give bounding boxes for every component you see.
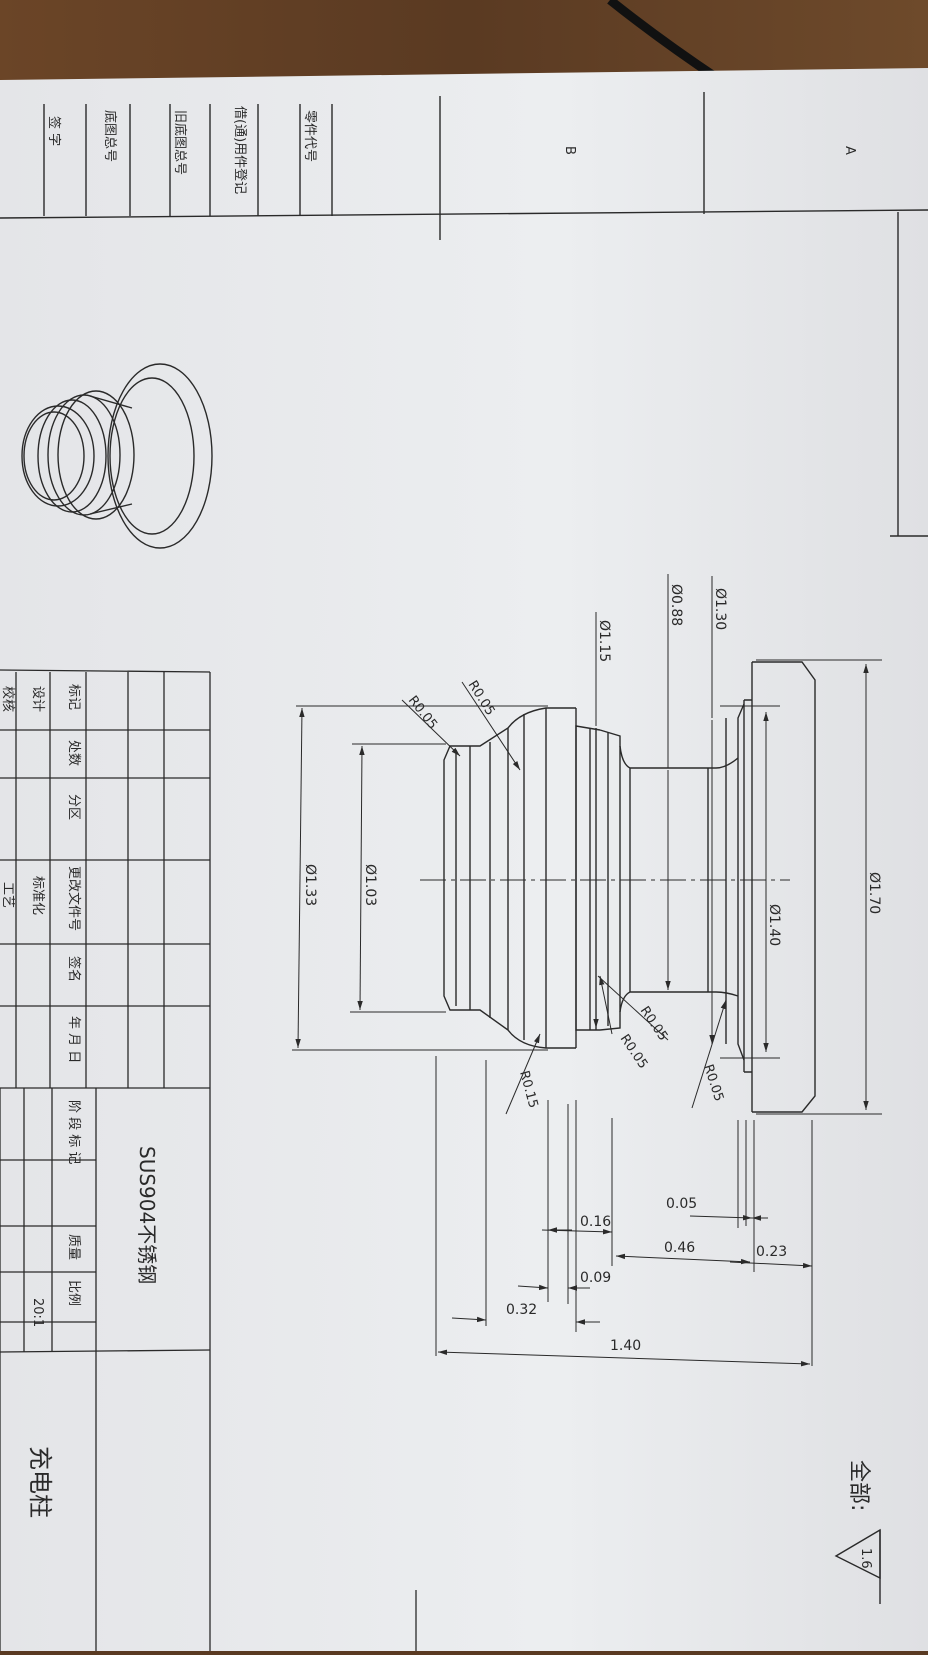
dim-len-032: 0.32 <box>506 1302 537 1318</box>
rev-row-design: 设计 <box>30 686 45 712</box>
rev-row-standard: 标准化 <box>30 876 45 915</box>
rev-header-zone: 分区 <box>66 794 81 820</box>
dim-line-len-005 <box>689 1215 753 1221</box>
strip-field-signature: 签 字 <box>46 116 62 146</box>
rev-header-mark: 标记 <box>66 684 81 710</box>
strip-field-part-code: 零件代号 <box>302 110 317 162</box>
dim-dia-088: Ø0.88 <box>668 584 684 626</box>
dim-dia-130: Ø1.30 <box>712 588 728 630</box>
weight-label: 质量 <box>66 1234 81 1260</box>
strip-field-borrowed: 借(通)用件登记 <box>232 106 247 194</box>
part-name: 充电柱 <box>26 1446 54 1518</box>
rev-header-sign: 签名 <box>66 956 82 982</box>
stage-label: 阶 段 标 记 <box>66 1100 81 1164</box>
dim-dia-103: Ø1.03 <box>362 864 378 906</box>
dimension-lines <box>292 574 882 1367</box>
zone-label-a: A <box>842 146 857 155</box>
zone-label-b: B <box>562 146 577 155</box>
dim-len-016: 0.16 <box>580 1214 611 1230</box>
rev-header-doc-no: 更改文件号 <box>66 866 81 931</box>
dim-len-023: 0.23 <box>756 1244 787 1260</box>
part-section-view <box>420 661 816 1113</box>
dim-line-len-023 <box>729 1261 813 1269</box>
dim-len-140: 1.40 <box>610 1338 641 1354</box>
rev-row-process: 工艺 <box>0 882 15 908</box>
dim-dia-140: Ø1.40 <box>766 904 782 946</box>
strip-field-drawing-no: 底图总号 <box>102 110 118 162</box>
left-strip: 零件代号 借(通)用件登记 旧底图总号 底图总号 签 字 <box>46 106 317 194</box>
dim-dia-115: Ø1.15 <box>596 620 612 662</box>
rev-row-check: 校核 <box>0 686 16 712</box>
dim-line-len-032 <box>451 1316 487 1323</box>
dim-len-009: 0.09 <box>580 1270 611 1286</box>
revision-table <box>0 669 417 1651</box>
strip-field-old-drawing: 旧底图总号 <box>172 110 188 175</box>
rev-header-count: 处数 <box>66 740 81 766</box>
dim-len-005: 0.05 <box>666 1196 697 1212</box>
surface-finish-value: 1.6 <box>858 1548 873 1569</box>
dim-line-len-140 <box>437 1349 811 1367</box>
scale-value: 20:1 <box>30 1298 45 1327</box>
dim-line-len-009 <box>517 1284 549 1291</box>
rev-header-date: 年 月 日 <box>66 1016 81 1063</box>
dim-line-dia-133 <box>295 707 305 1049</box>
scale-label: 比例 <box>66 1280 81 1306</box>
material-label: SUS904不锈钢 <box>135 1146 159 1284</box>
dim-line-len-046 <box>615 1253 751 1265</box>
roughness-symbol-icon <box>834 1528 881 1604</box>
dim-dia-170: Ø1.70 <box>866 872 882 914</box>
dim-line-dia-103 <box>357 745 365 1011</box>
dim-len-046: 0.46 <box>664 1240 695 1256</box>
isometric-part-view <box>21 363 213 549</box>
surface-finish-label: 全部: <box>846 1460 871 1511</box>
dim-dia-133: Ø1.33 <box>302 864 318 906</box>
